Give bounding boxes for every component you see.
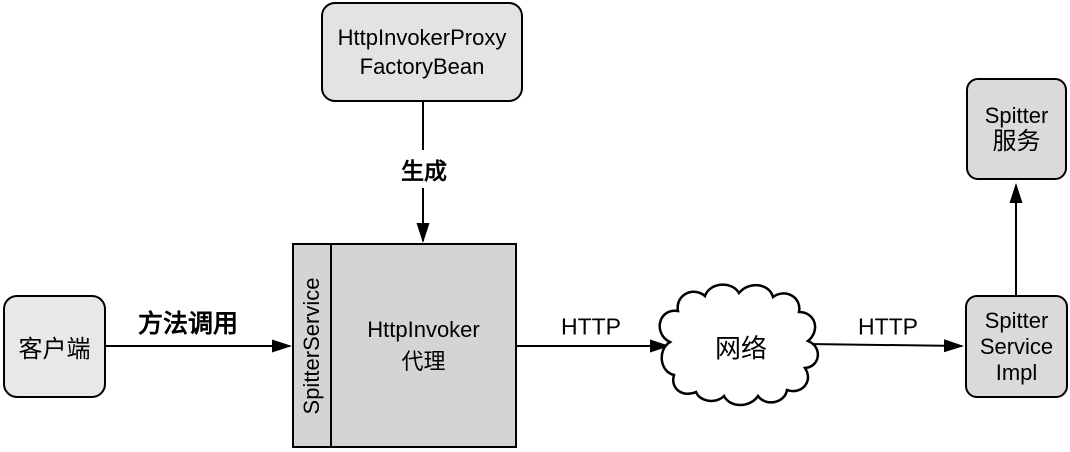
method-call-edge-label: 方法调用 xyxy=(137,311,239,338)
factory-bean-node: HttpInvokerProxy FactoryBean xyxy=(321,2,523,102)
client-label: 客户端 xyxy=(18,337,91,363)
http-edge-label-right: HTTP xyxy=(857,313,919,340)
client-node: 客户端 xyxy=(3,295,106,398)
http-invoker-proxy-node: SpitterService HttpInvoker 代理 xyxy=(292,243,517,448)
factory-bean-label-line2: FactoryBean xyxy=(359,54,485,79)
service-label-line1: Spitter xyxy=(984,103,1049,128)
impl-label-line3: Impl xyxy=(995,359,1038,385)
network-label: 网络 xyxy=(714,334,768,364)
factory-bean-label-line1: HttpInvokerProxy xyxy=(337,25,507,50)
proxy-label-line2: 代理 xyxy=(401,348,446,374)
service-label-line2: 服务 xyxy=(992,129,1041,155)
generate-edge-label: 生成 xyxy=(395,150,453,188)
spitter-service-interface-label: SpitterService xyxy=(299,277,324,414)
http-edge-label-left: HTTP xyxy=(560,313,622,340)
spitter-service-impl-node: Spitter Service Impl xyxy=(965,295,1068,398)
spitter-service-interface-strip: SpitterService xyxy=(294,245,332,446)
http-arrow-right xyxy=(807,339,964,353)
network-cloud-shape xyxy=(658,283,819,407)
impl-label-line2: Service xyxy=(979,333,1054,359)
spitter-service-node: Spitter 服务 xyxy=(966,78,1067,180)
proxy-label-line1: HttpInvoker xyxy=(367,316,480,342)
impl-label-line1: Spitter xyxy=(984,307,1049,333)
http-invoker-proxy-body: HttpInvoker 代理 xyxy=(332,245,515,446)
